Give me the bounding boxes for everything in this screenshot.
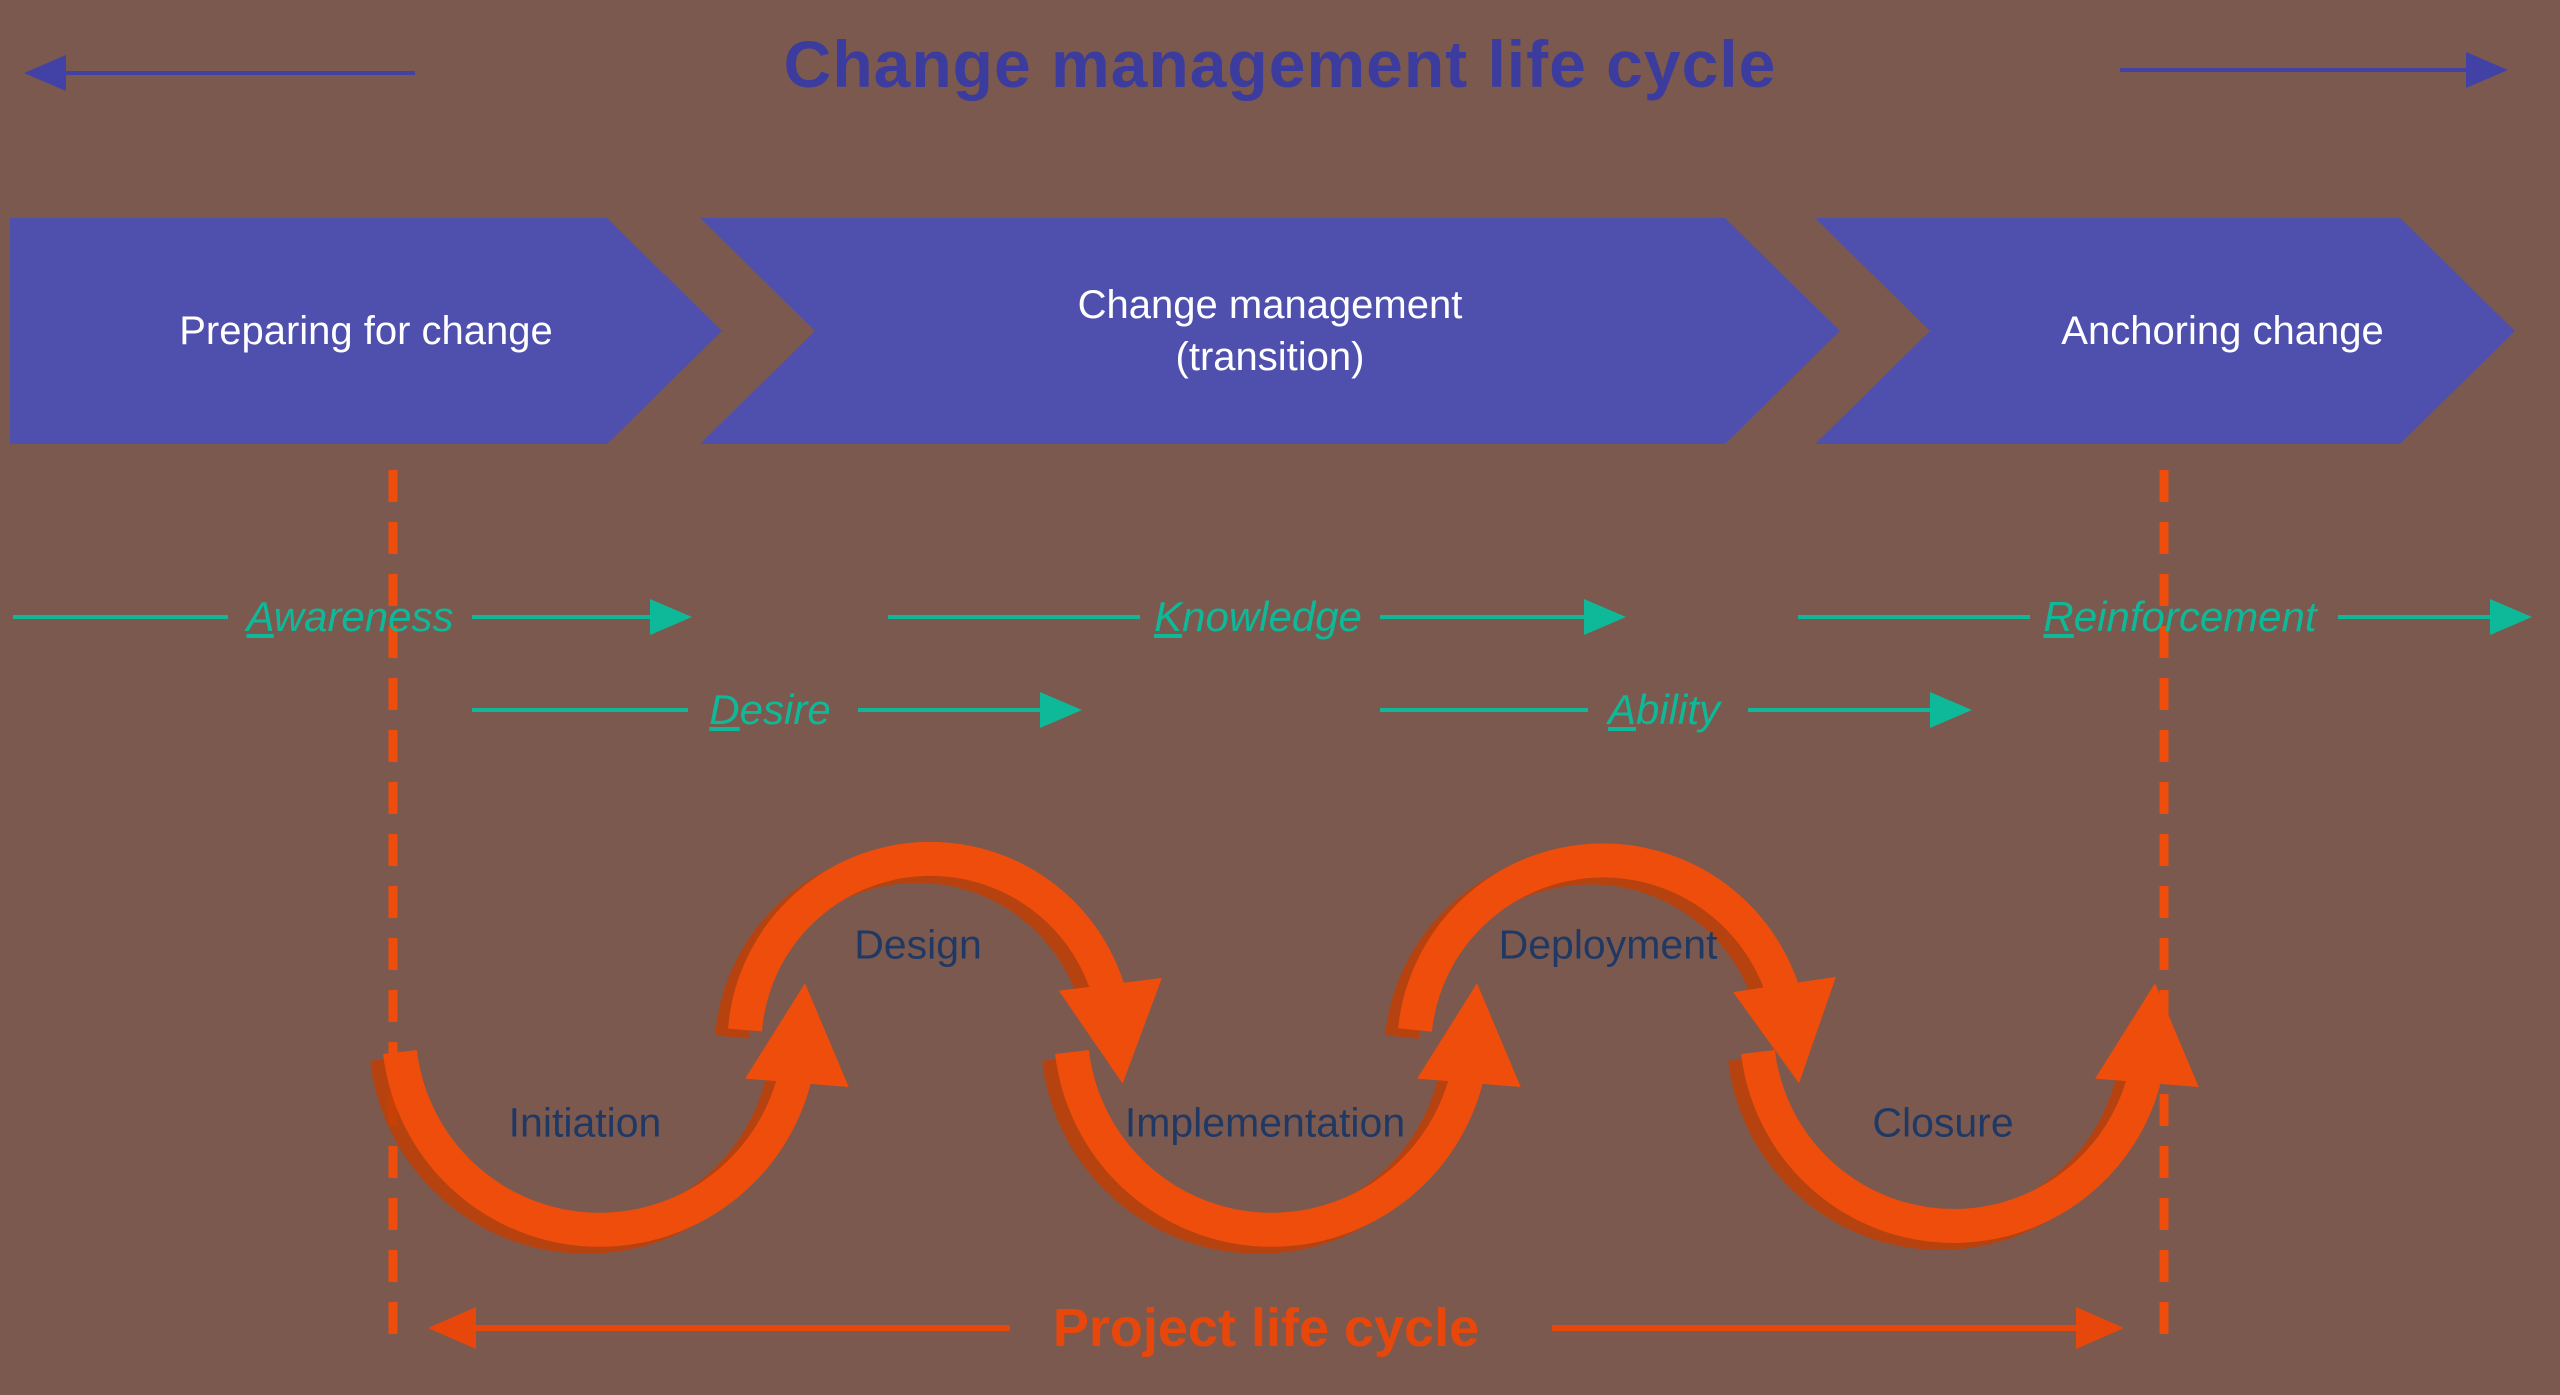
- adkar-initial: A: [1607, 686, 1636, 733]
- adkar-rest: einforcement: [2073, 593, 2317, 640]
- phase-change-management-transition: Change management (transition): [700, 218, 1840, 444]
- project-life-cycle-label: Project life cycle: [1052, 1298, 1480, 1358]
- phase-preparing-for-change: Preparing for change: [10, 218, 722, 444]
- stage-initiation-label: Initiation: [508, 1099, 662, 1146]
- adkar-reinforcement-label: Reinforcement: [2043, 593, 2316, 641]
- initiation-arc-arrow-icon: [383, 983, 849, 1247]
- adkar-initial: A: [246, 593, 274, 640]
- project-wave: [383, 841, 2199, 1247]
- adkar-initial: R: [2043, 593, 2074, 640]
- adkar-rest: bility: [1635, 686, 1721, 733]
- implementation-arc-arrow-icon: [1055, 983, 1521, 1247]
- stage-design-label: Design: [854, 921, 982, 968]
- phase-label: Preparing for change: [179, 309, 553, 353]
- phase-label: Change management (transition): [1077, 283, 1463, 379]
- adkar-knowledge-label: Knowledge: [1154, 593, 1362, 641]
- stage-closure-label: Closure: [1872, 1099, 2014, 1146]
- phase-label: Anchoring change: [2061, 309, 2384, 353]
- adkar-initial: D: [709, 686, 740, 733]
- project-wave-shadow: [370, 848, 2154, 1254]
- adkar-rest: wareness: [273, 593, 454, 640]
- adkar-arrows: [13, 599, 2532, 728]
- adkar-initial: K: [1154, 593, 1183, 640]
- stage-deployment-label: Deployment: [1498, 921, 1718, 968]
- adkar-desire-label: Desire: [709, 686, 830, 734]
- design-arc-arrow-icon: [728, 841, 1162, 1084]
- adkar-awareness-label: Awareness: [246, 593, 453, 641]
- adkar-rest: nowledge: [1182, 593, 1362, 640]
- adkar-ability-label: Ability: [1608, 686, 1720, 734]
- stage-implementation-label: Implementation: [1124, 1099, 1406, 1146]
- adkar-rest: esire: [739, 686, 831, 733]
- closure-arc-arrow-icon: [1741, 983, 2199, 1243]
- deployment-arc-arrow-icon: [1398, 843, 1836, 1084]
- diagram-title: Change management life cycle: [783, 27, 1777, 101]
- phase-anchoring-change: Anchoring change: [1815, 218, 2515, 444]
